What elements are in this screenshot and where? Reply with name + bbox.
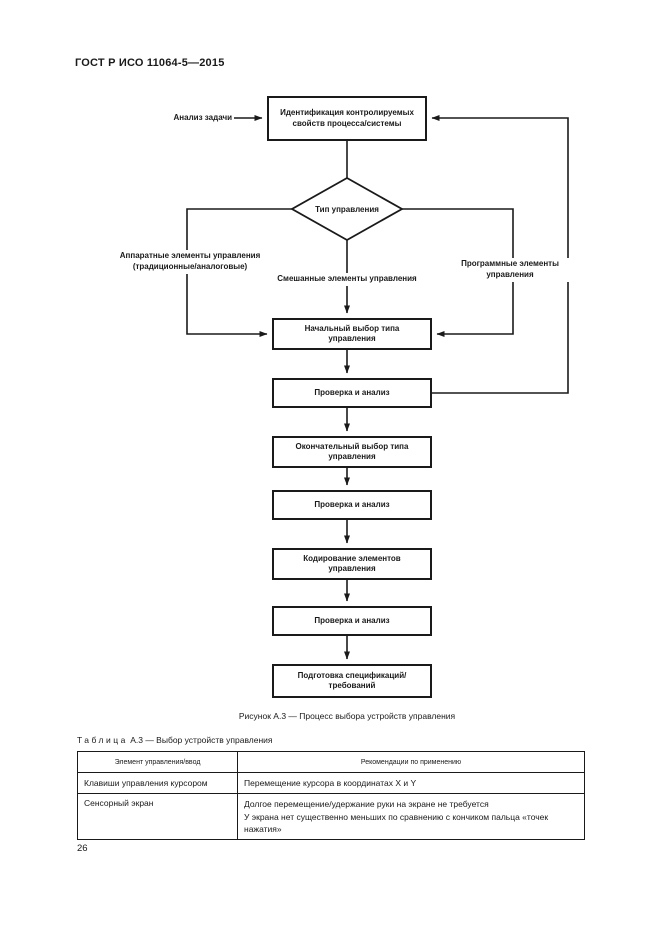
table-cell-element: Клавиши управления курсором — [77, 771, 238, 795]
flow-label-mixed-controls: Смешанные элементы управления — [262, 273, 432, 286]
table-row: Клавиши управления курсором Перемещение … — [77, 771, 585, 795]
flow-label-task-analysis: Анализ задачи — [173, 113, 232, 122]
flow-label-software-controls: Программные элементы управления — [448, 258, 572, 282]
table-title: Таблица А.3 — Выбор устройств управления — [77, 735, 273, 745]
table-title-word: Таблица — [77, 735, 128, 745]
table-title-text: А.3 — Выбор устройств управления — [130, 735, 273, 745]
table-row: Сенсорный экран Долгое перемещение/удерж… — [77, 793, 585, 841]
flow-box-initial-choice: Начальный выбор типа управления — [272, 318, 432, 350]
recommendation-line: У экрана нет существенно меньших по срав… — [244, 811, 549, 834]
recommendation-line: Долгое перемещение/удержание руки на экр… — [244, 799, 489, 810]
flow-box-specs: Подготовка спецификаций/требований — [272, 664, 432, 698]
control-devices-table: Элемент управления/ввод Рекомендации по … — [77, 751, 585, 841]
table-cell-recommendation: Долгое перемещение/удержание руки на экр… — [237, 793, 585, 841]
table-header-row: Элемент управления/ввод Рекомендации по … — [77, 751, 585, 773]
page-number: 26 — [77, 843, 88, 854]
flow-box-check-1: Проверка и анализ — [272, 378, 432, 408]
flow-decision-control-type: Тип управления — [315, 204, 379, 214]
flow-box-coding: Кодирование элементов управления — [272, 548, 432, 580]
flow-box-check-3: Проверка и анализ — [272, 606, 432, 636]
flow-box-check-2: Проверка и анализ — [272, 490, 432, 520]
flow-label-hardware-controls: Аппаратные элементы управления (традицио… — [108, 250, 272, 274]
recommendation-line: Перемещение курсора в координатах X и Y — [244, 778, 417, 788]
table-cell-recommendation: Перемещение курсора в координатах X и Y — [237, 771, 585, 795]
figure-caption: Рисунок А.3 — Процесс выбора устройств у… — [238, 711, 456, 721]
document-header: ГОСТ Р ИСО 11064-5—2015 — [75, 57, 225, 69]
table-header-element: Элемент управления/ввод — [77, 751, 238, 773]
table-cell-element: Сенсорный экран — [77, 793, 238, 841]
flow-box-final-choice: Окончательный выбор типа управления — [272, 436, 432, 468]
flow-box-identification: Идентификация контролируемых свойств про… — [267, 96, 427, 141]
table-header-recommendation: Рекомендации по применению — [237, 751, 585, 773]
